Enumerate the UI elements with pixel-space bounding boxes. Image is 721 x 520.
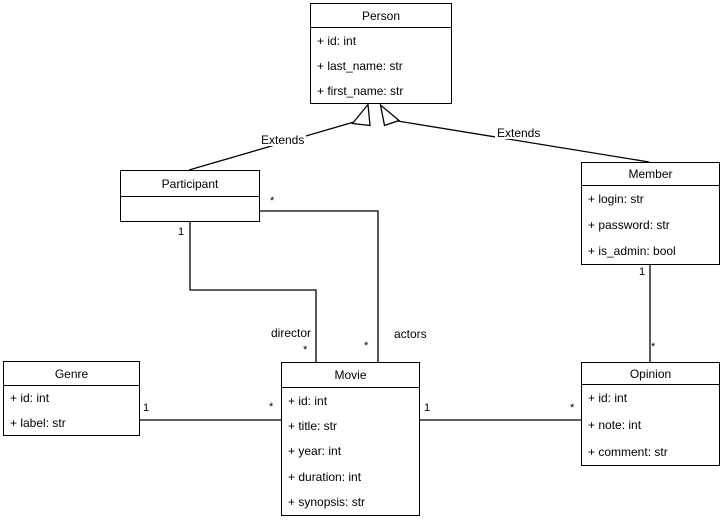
- class-name: Person: [311, 4, 451, 28]
- class-attribute: + year: int: [288, 444, 342, 459]
- class-attribute: + label: str: [10, 415, 66, 430]
- attribute-compartment: + login: str + password: str + is_admin:…: [582, 186, 719, 264]
- attribute-compartment: + id: int + note: int + comment: str: [582, 385, 719, 465]
- class-attribute: + last_name: str: [317, 58, 403, 73]
- class-attribute: + duration: int: [288, 469, 362, 484]
- inheritance-arrowhead-icon: [353, 105, 371, 126]
- edge-label-actors: actors: [394, 327, 427, 341]
- class-movie[interactable]: Movie + id: int + title: str + year: int…: [281, 362, 420, 516]
- class-attribute: + first_name: str: [317, 83, 404, 98]
- attribute-compartment: + id: int + last_name: str + first_name:…: [311, 28, 451, 103]
- class-attribute: + login: str: [588, 192, 644, 206]
- multiplicity-label: 1: [178, 226, 185, 238]
- multiplicity-label: 1: [639, 266, 646, 278]
- class-attribute: + id: int: [10, 391, 50, 406]
- inheritance-line-participant-person[interactable]: [189, 122, 354, 170]
- inheritance-arrowhead-icon: [381, 105, 400, 126]
- class-name: Member: [582, 163, 719, 186]
- class-name: Genre: [4, 362, 139, 386]
- attribute-compartment: [121, 197, 259, 221]
- class-person[interactable]: Person + id: int + last_name: str + firs…: [310, 3, 452, 104]
- edge-label-director: director: [271, 326, 312, 340]
- attribute-compartment: + id: int + title: str + year: int + dur…: [282, 388, 419, 515]
- class-opinion[interactable]: Opinion + id: int + note: int + comment:…: [581, 362, 720, 466]
- class-participant[interactable]: Participant: [120, 170, 260, 222]
- class-attribute: + is_admin: bool: [588, 244, 676, 258]
- class-genre[interactable]: Genre + id: int + label: str: [3, 361, 140, 436]
- class-attribute: + note: int: [588, 417, 642, 432]
- inheritance-line-member-person[interactable]: [398, 121, 650, 162]
- class-name: Movie: [282, 363, 419, 388]
- edge-label-extends-right: Extends: [495, 126, 543, 140]
- multiplicity-label: *: [269, 401, 274, 413]
- class-name: Opinion: [582, 363, 719, 385]
- multiplicity-label: *: [651, 341, 656, 353]
- class-attribute: + id: int: [588, 391, 628, 406]
- class-member[interactable]: Member + login: str + password: str + is…: [581, 162, 720, 265]
- class-attribute: + title: str: [288, 419, 338, 434]
- multiplicity-label: *: [303, 344, 308, 356]
- class-name: Participant: [121, 171, 259, 197]
- association-actors-line[interactable]: [260, 211, 378, 362]
- class-attribute: + id: int: [317, 33, 357, 48]
- multiplicity-label: *: [364, 340, 369, 352]
- class-attribute: + synopsis: str: [288, 495, 366, 510]
- class-attribute: + comment: str: [588, 444, 668, 459]
- multiplicity-label: *: [270, 195, 275, 207]
- edge-label-extends-left: Extends: [259, 133, 307, 147]
- class-attribute: + id: int: [288, 393, 328, 408]
- association-director-line[interactable]: [190, 222, 316, 362]
- multiplicity-label: 1: [424, 402, 431, 414]
- multiplicity-label: 1: [143, 402, 150, 414]
- multiplicity-label: *: [570, 402, 575, 414]
- class-attribute: + password: str: [588, 218, 670, 232]
- attribute-compartment: + id: int + label: str: [4, 386, 139, 435]
